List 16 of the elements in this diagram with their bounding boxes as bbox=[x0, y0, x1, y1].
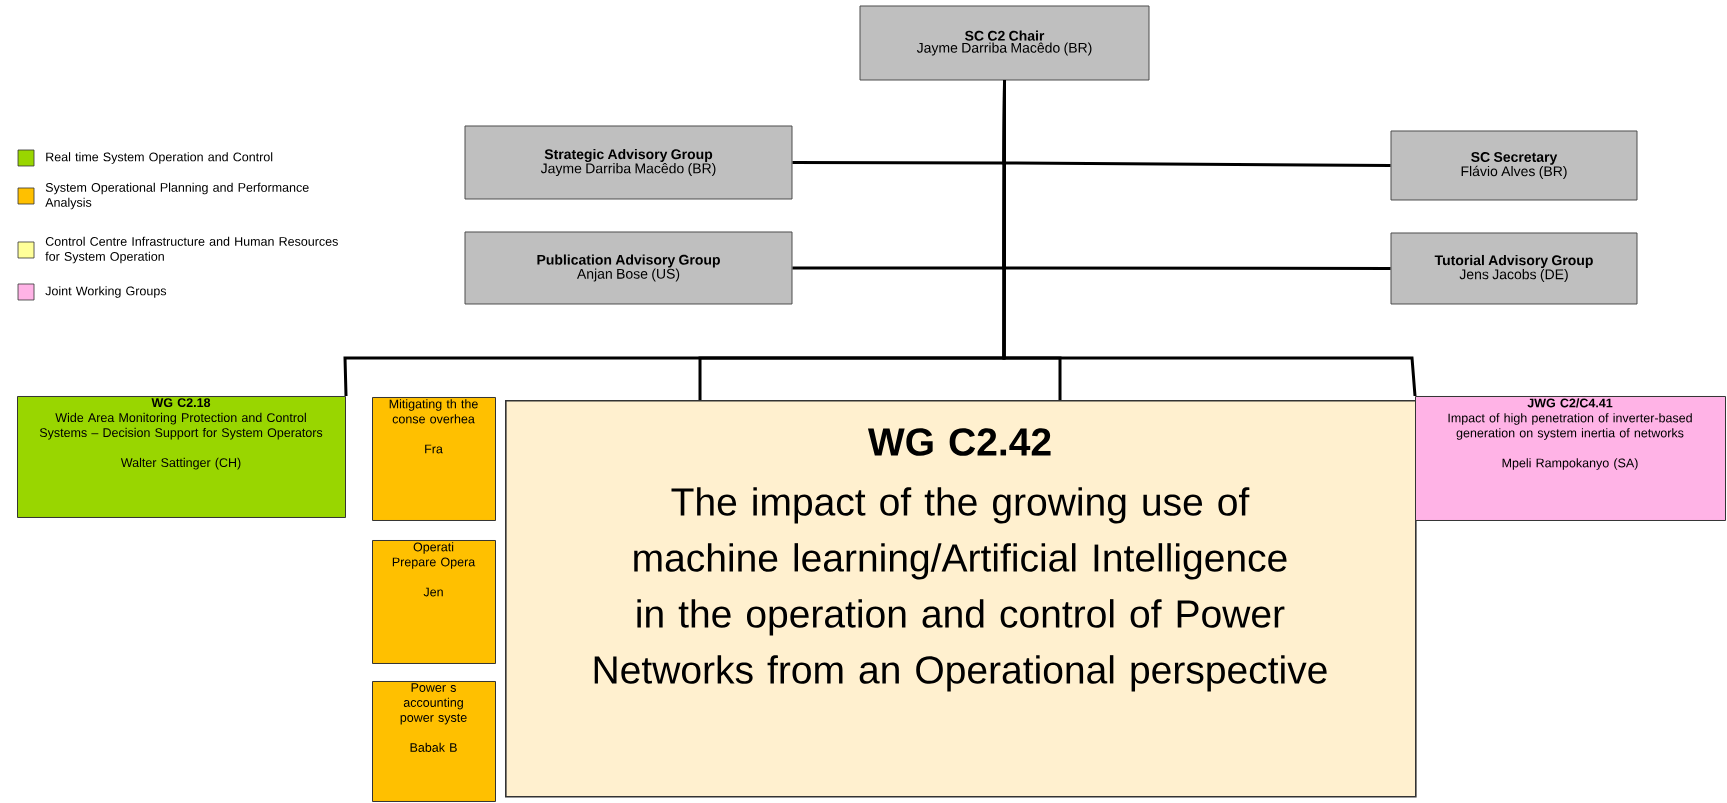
legend-text: Control Centre Infrastructure and Human Resources for System Operation bbox=[45, 236, 338, 264]
working-group-box: Power s accounting power syste Babak B bbox=[372, 681, 496, 802]
working-group-box: JWG C2/C4.41 Impact of high penetration of inverter-based generation on system inertia of networks Mpeli Rampokanyo (SA) bbox=[1415, 396, 1726, 521]
role-box: Strategic Advisory Group Jayme Darriba Macêdo (BR) bbox=[464, 125, 793, 200]
role-box: SC Secretary Flávio Alves (BR) bbox=[1390, 130, 1638, 201]
connector-line bbox=[1002, 80, 1417, 397]
role-box: Tutorial Advisory Group Jens Jacobs (DE) bbox=[1390, 232, 1638, 305]
callout-box: WG C2.42 The impact of the growing use of machine learning/Artificial Intelligence in the operation and control of Power Networks from an Operational perspective bbox=[505, 400, 1417, 798]
working-group-box: Mitigating th the conse overhea Fra bbox=[372, 397, 496, 521]
legend-text: System Operational Planning and Performance Analysis bbox=[45, 182, 309, 210]
working-group-box: WG C2.18 Wide Area Monitoring Protection and Control Systems – Decision Support for System Operators Walter Sattinger (CH) bbox=[17, 396, 346, 518]
legend-text: Joint Working Groups bbox=[45, 286, 167, 298]
role-box: Publication Advisory Group Anjan Bose (US) bbox=[464, 231, 793, 305]
role-box: SC C2 Chair Jayme Darriba Macêdo (BR) bbox=[859, 5, 1150, 81]
legend-text: Real time System Operation and Control bbox=[46, 152, 273, 164]
working-group-box: Operati Prepare Opera Jen bbox=[372, 540, 496, 664]
